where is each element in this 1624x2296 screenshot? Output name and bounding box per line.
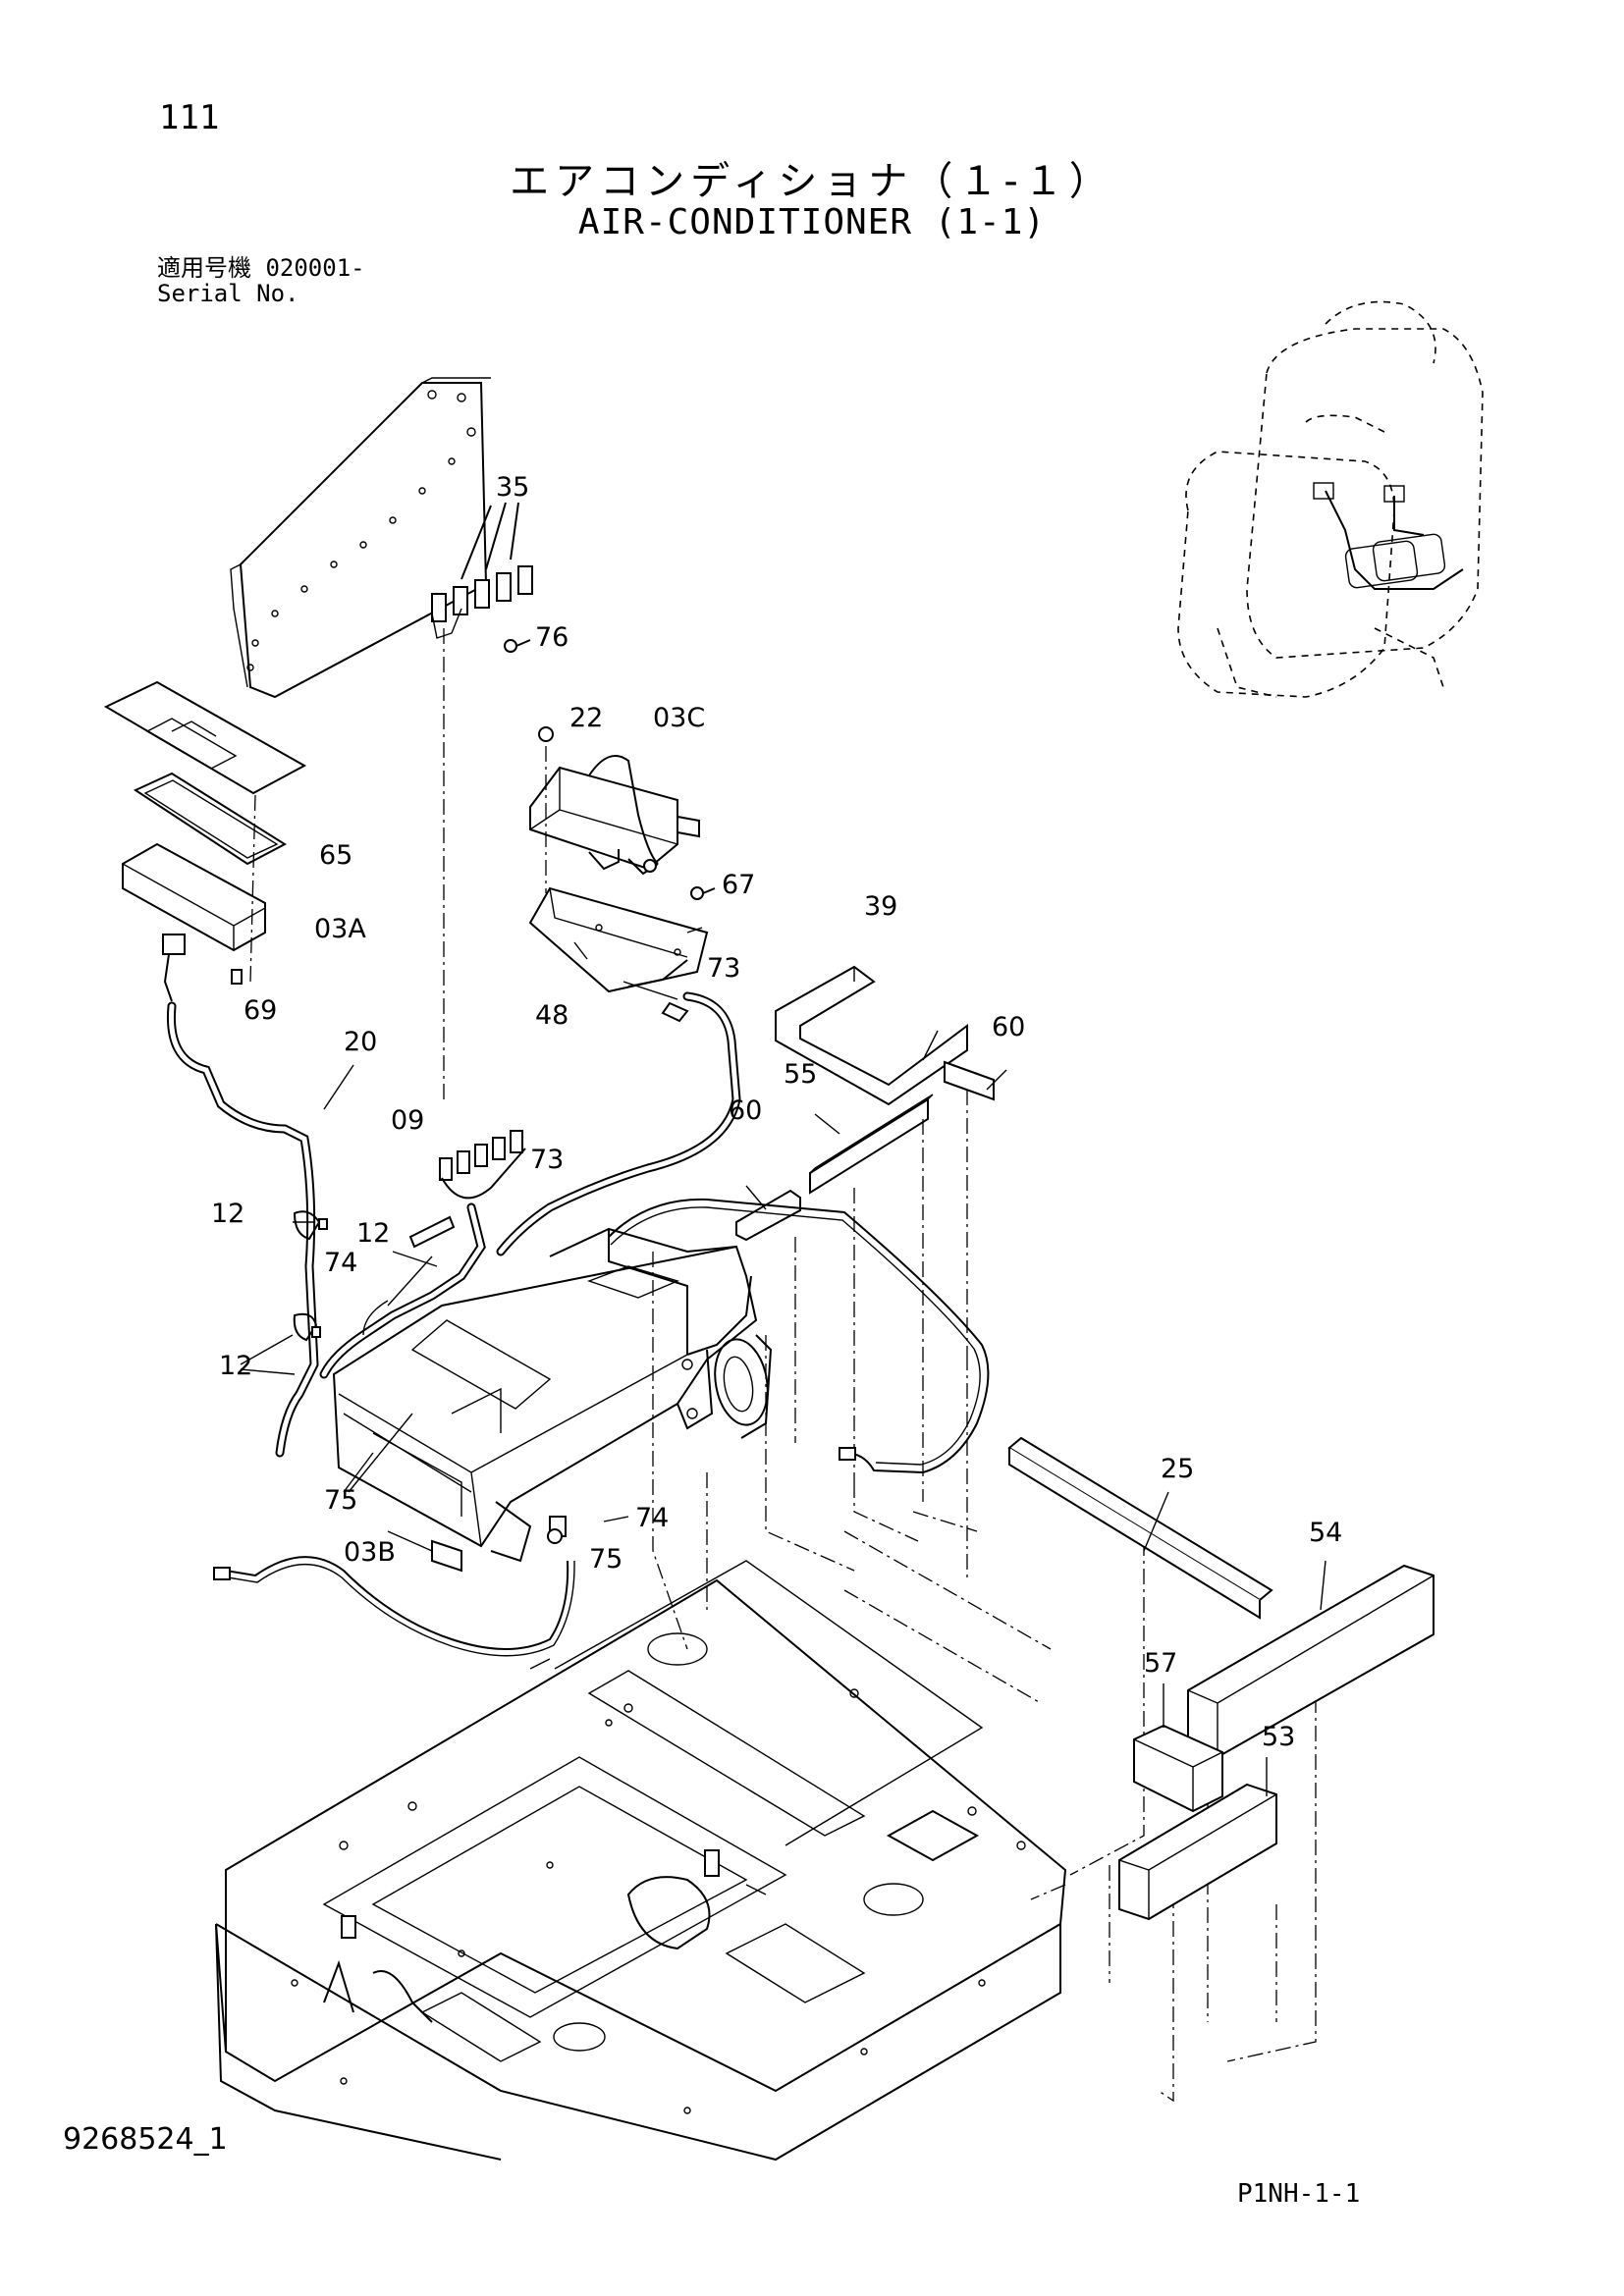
part-callouts: 35 76 22 03C 65 03A 67 39 73 69 48 20 60…: [211, 472, 1342, 1752]
lower-foam-pieces: [1007, 1436, 1435, 1921]
callout-74-upper: 74: [324, 1248, 357, 1278]
callout-74-lower: 74: [635, 1503, 669, 1533]
blower-motor-unit: [528, 726, 716, 1023]
callout-76: 76: [535, 622, 568, 653]
callout-09: 09: [391, 1105, 424, 1136]
serial-number-block: 適用号機 020001- Serial No.: [157, 255, 365, 306]
air-conditioner-main-unit: [332, 1227, 773, 1573]
callout-12-center: 12: [356, 1218, 390, 1249]
callout-67: 67: [722, 870, 755, 900]
cab-location-inset: [1177, 300, 1484, 698]
callout-53: 53: [1262, 1722, 1295, 1752]
callout-leader-lines: [240, 941, 1326, 1796]
callout-65: 65: [319, 840, 352, 871]
serial-label-english: Serial No.: [157, 280, 299, 307]
page-code: P1NH-1-1: [1237, 2179, 1361, 2209]
assembly-guide-lines: [652, 1252, 1317, 2103]
document-number: 9268524_1: [63, 2122, 228, 2157]
callout-55: 55: [784, 1059, 817, 1090]
serial-label-japanese: 適用号機 020001-: [157, 254, 365, 282]
callout-35: 35: [496, 472, 529, 503]
upper-mounting-panel: [230, 377, 533, 699]
page-title-japanese: エアコンディショナ（１-１）: [510, 159, 1114, 204]
callout-69: 69: [244, 995, 277, 1026]
callout-60-left: 60: [729, 1095, 762, 1126]
cab-floor-plate: [215, 1560, 1067, 2162]
callout-22: 22: [569, 703, 603, 733]
callout-60-right: 60: [992, 1012, 1025, 1042]
callout-73-upper: 73: [707, 953, 740, 984]
wiring-harness: [166, 991, 990, 1657]
callout-54: 54: [1309, 1518, 1342, 1548]
callout-57: 57: [1144, 1648, 1177, 1679]
callout-73-lower: 73: [530, 1145, 564, 1175]
foam-seal-pieces: [735, 965, 995, 1502]
callout-03B: 03B: [344, 1537, 396, 1568]
callout-12-left: 12: [211, 1199, 244, 1229]
page-title-english: AIR-CONDITIONER (1-1): [577, 202, 1047, 242]
callout-03A: 03A: [314, 914, 366, 944]
callout-75-right: 75: [589, 1544, 623, 1575]
callout-39: 39: [864, 891, 897, 922]
callout-03C: 03C: [653, 703, 705, 733]
callout-75-left: 75: [324, 1485, 357, 1516]
page-number: 111: [159, 98, 220, 137]
callout-20: 20: [344, 1027, 377, 1057]
callout-48: 48: [535, 1000, 568, 1031]
callout-12-lower: 12: [219, 1351, 252, 1381]
callout-25: 25: [1161, 1454, 1194, 1484]
filter-cover-stack: [103, 680, 307, 1002]
